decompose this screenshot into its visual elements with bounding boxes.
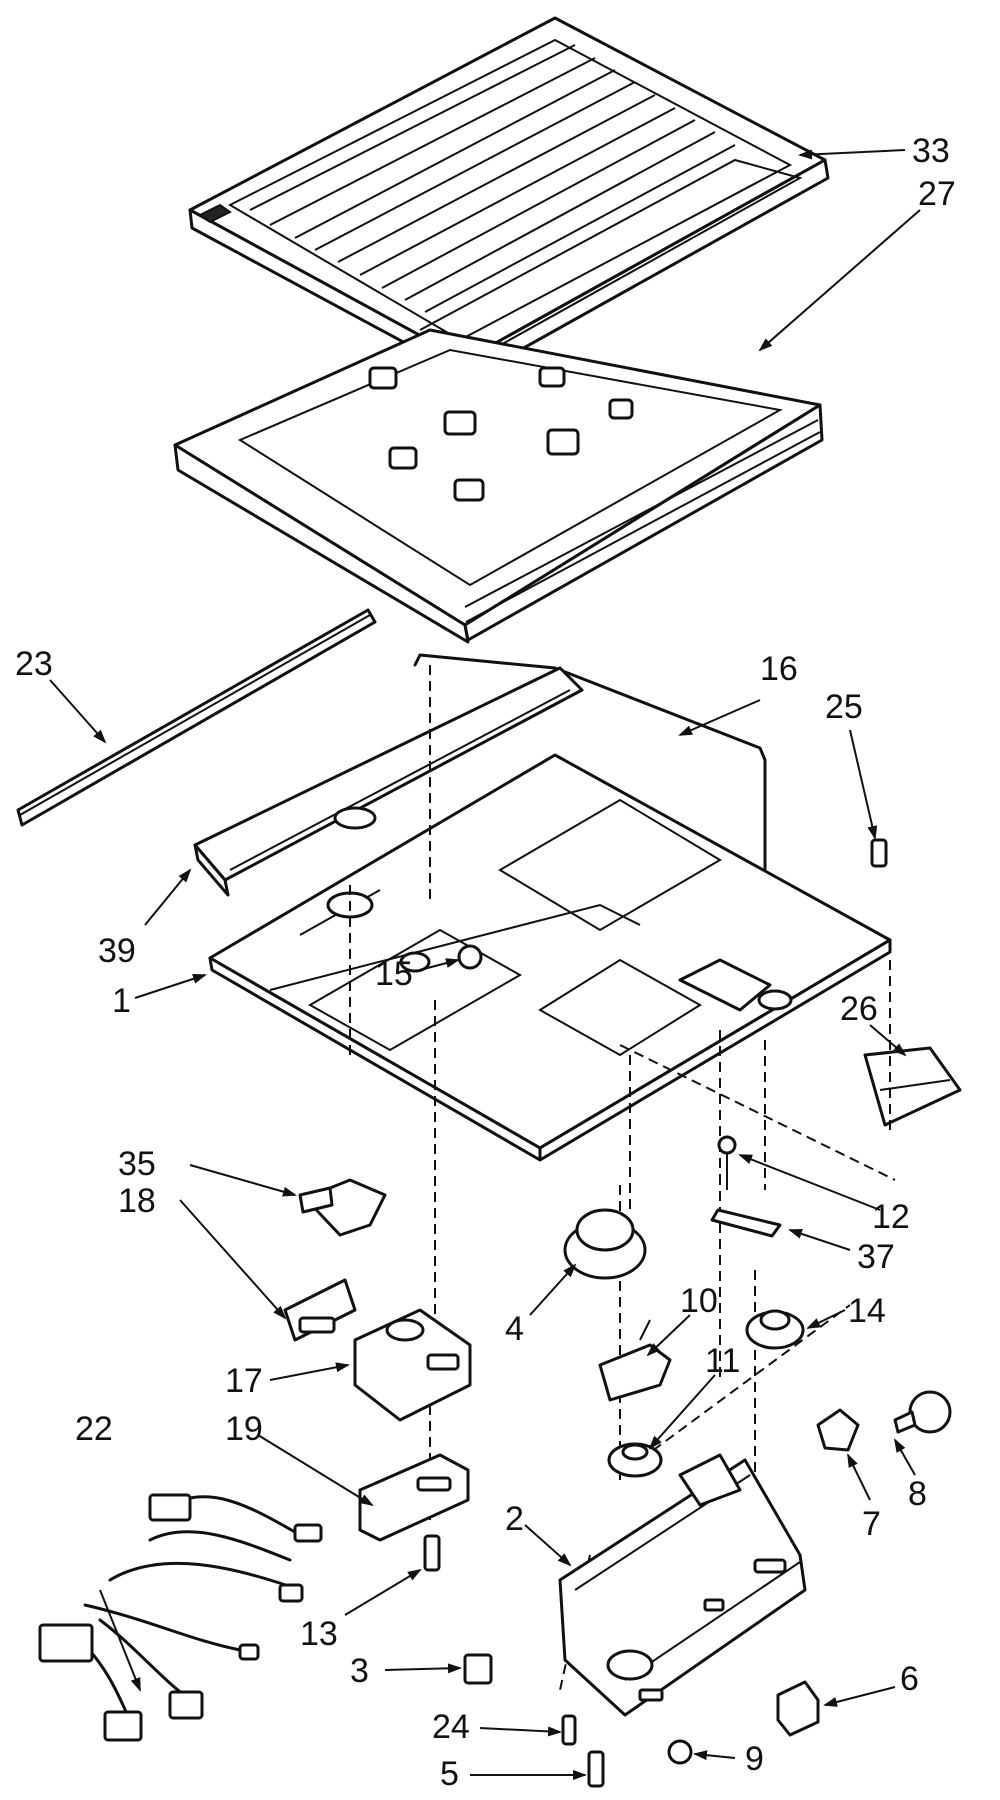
callout-39: 39 xyxy=(98,932,136,970)
part-24-screw xyxy=(561,1714,577,1746)
part-6-block xyxy=(776,1680,820,1737)
leader-arrows xyxy=(49,149,921,1780)
part-2-control-housing xyxy=(558,1453,807,1717)
part-23-strip xyxy=(16,608,377,827)
callout-25: 25 xyxy=(825,688,863,726)
callout-24: 24 xyxy=(432,1708,470,1746)
part-7-lamp-holder xyxy=(816,1408,860,1452)
part-33-top-grille xyxy=(188,16,830,380)
part-5-screw xyxy=(587,1750,605,1788)
part-39-channel xyxy=(193,666,584,897)
part-3-clip xyxy=(463,1653,493,1685)
callout-23: 23 xyxy=(15,645,53,683)
part-35-clip xyxy=(298,1178,387,1237)
part-1-base-plate xyxy=(208,753,892,1162)
part-19-bracket xyxy=(358,1453,470,1542)
part-8-bulb xyxy=(893,1390,952,1434)
callout-labels: 33 27 23 16 25 39 1 15 26 35 18 12 37 4 … xyxy=(15,132,956,1793)
callout-26: 26 xyxy=(840,990,878,1028)
part-13-screw xyxy=(423,1534,441,1572)
part-37-bar xyxy=(710,1208,782,1238)
part-17-housing xyxy=(353,1308,472,1422)
callout-6: 6 xyxy=(900,1660,919,1698)
callout-27: 27 xyxy=(918,175,956,213)
callout-10: 10 xyxy=(680,1282,718,1320)
part-22-wire-harness xyxy=(38,1493,323,1742)
callout-18: 18 xyxy=(118,1182,156,1220)
callout-22: 22 xyxy=(75,1410,113,1448)
callout-12: 12 xyxy=(872,1198,910,1236)
part-14-socket xyxy=(745,1309,805,1350)
part-27-frame xyxy=(173,328,824,644)
part-12-screw xyxy=(717,1135,737,1190)
callout-35: 35 xyxy=(118,1145,156,1183)
callout-2: 2 xyxy=(505,1500,524,1538)
part-26-bracket xyxy=(863,1046,962,1127)
callout-13: 13 xyxy=(300,1615,338,1653)
callout-19: 19 xyxy=(225,1410,263,1448)
part-4-cam xyxy=(563,1208,647,1280)
part-25-screw xyxy=(870,838,888,868)
callout-9: 9 xyxy=(745,1740,764,1778)
callout-8: 8 xyxy=(908,1475,927,1513)
callout-16: 16 xyxy=(760,650,798,688)
callout-7: 7 xyxy=(862,1505,881,1543)
part-15-screw xyxy=(457,944,483,970)
callout-5: 5 xyxy=(440,1755,459,1793)
part-10-switch xyxy=(598,1319,672,1402)
callout-37: 37 xyxy=(857,1238,895,1276)
callout-15: 15 xyxy=(375,955,413,993)
part-11-knob xyxy=(607,1442,663,1478)
part-16-wire xyxy=(413,653,767,892)
callout-11: 11 xyxy=(705,1342,740,1380)
part-9-washer xyxy=(667,1739,693,1765)
callout-14: 14 xyxy=(848,1292,886,1330)
callout-17: 17 xyxy=(225,1362,263,1400)
callout-4: 4 xyxy=(505,1310,524,1348)
callout-33: 33 xyxy=(912,132,950,170)
callout-3: 3 xyxy=(350,1652,369,1690)
part-18-plate xyxy=(283,1278,357,1342)
callout-1: 1 xyxy=(112,982,131,1020)
